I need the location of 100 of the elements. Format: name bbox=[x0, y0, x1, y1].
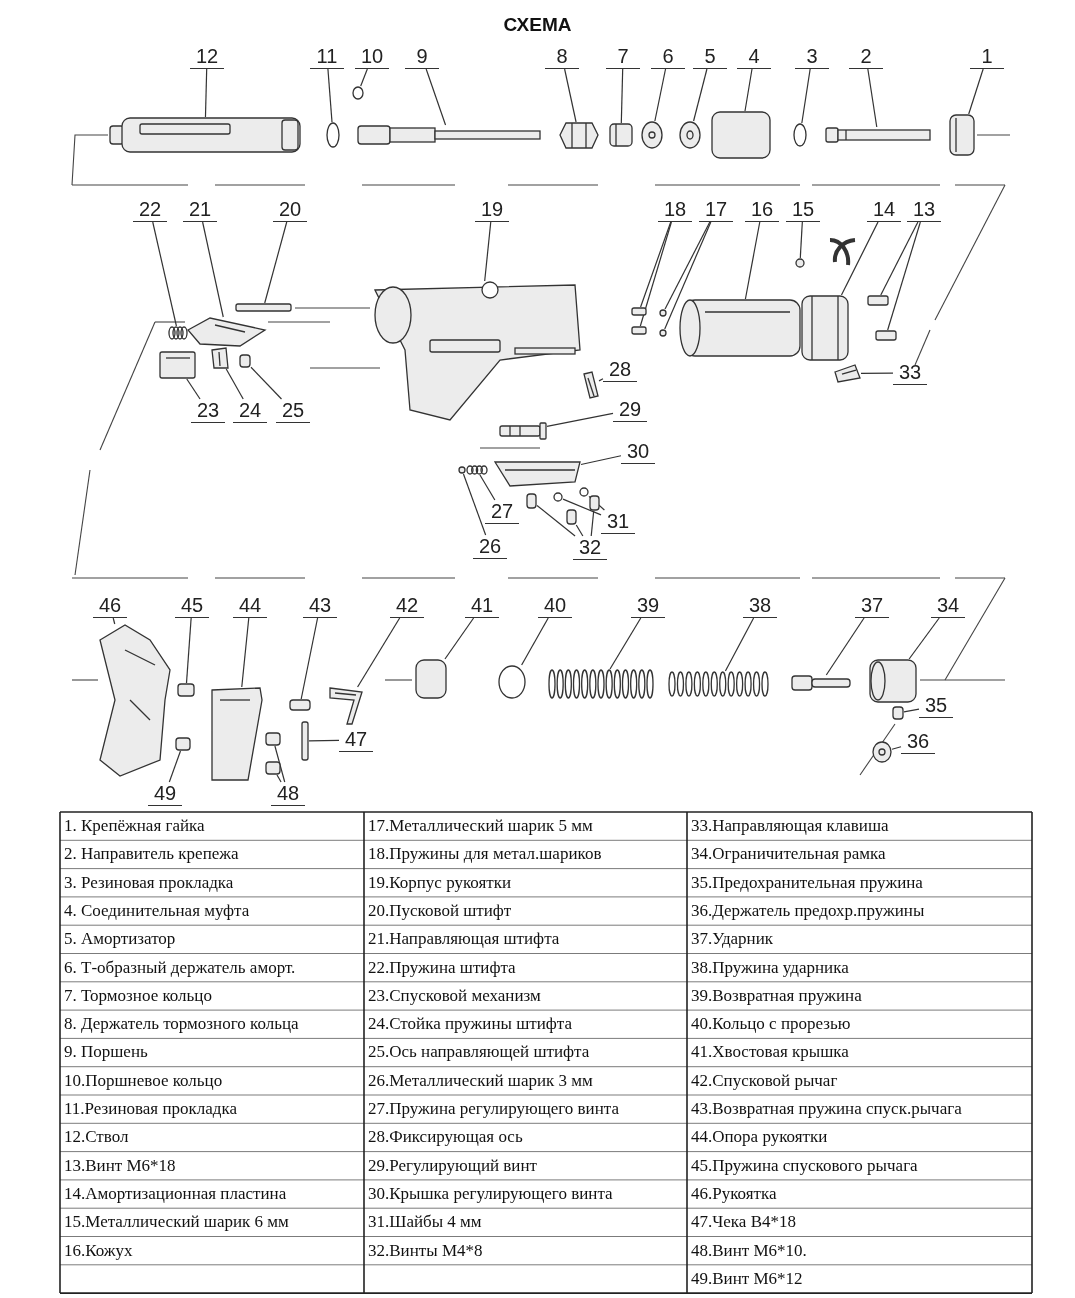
leader-line bbox=[744, 221, 761, 300]
leader-line bbox=[300, 617, 319, 700]
table-cell: 28.Фиксирующая ось bbox=[368, 1127, 523, 1148]
leader-line bbox=[564, 68, 577, 123]
leader-line bbox=[590, 510, 595, 537]
leader-line bbox=[664, 221, 711, 310]
table-cell: 47.Чека В4*18 bbox=[691, 1212, 796, 1233]
callout-number: 47 bbox=[339, 728, 373, 752]
callout-number: 24 bbox=[233, 399, 267, 423]
key-drawing bbox=[834, 364, 861, 383]
table-cell: 43.Возвратная пружина спуск.рычага bbox=[691, 1099, 962, 1119]
leader-line bbox=[484, 221, 492, 282]
leader-line bbox=[479, 474, 496, 501]
pin-drawing bbox=[301, 721, 309, 761]
table-cell: 19.Корпус рукоятки bbox=[368, 872, 512, 893]
leader-line bbox=[968, 68, 984, 115]
callout-number: 6 bbox=[651, 45, 685, 69]
leader-line bbox=[799, 221, 803, 259]
table-cell: 32.Винты М4*8 bbox=[368, 1240, 483, 1261]
table-cell: 8. Держатель тормозного кольца bbox=[64, 1014, 299, 1035]
washer-drawing bbox=[579, 487, 589, 497]
split-ring-drawing bbox=[498, 665, 526, 699]
leader-line bbox=[185, 617, 192, 684]
callout-number: 34 bbox=[931, 594, 965, 618]
leader-line bbox=[609, 617, 642, 670]
screw-drawing bbox=[175, 737, 191, 751]
callout-number: 30 bbox=[621, 440, 655, 464]
callout-number: 18 bbox=[658, 198, 692, 222]
ball-drawing bbox=[795, 258, 805, 268]
table-cell: 23.Спусковой механизм bbox=[368, 985, 541, 1006]
screw-drawing bbox=[526, 493, 537, 509]
table-cell: 24.Стойка пружины штифта bbox=[368, 1014, 573, 1035]
screw-drawing bbox=[265, 732, 281, 746]
spring-drawing bbox=[177, 683, 195, 697]
callout-number: 39 bbox=[631, 594, 665, 618]
screw-drawing bbox=[875, 330, 897, 341]
frame-drawing bbox=[869, 659, 917, 703]
callout-number: 31 bbox=[601, 510, 635, 534]
table-cell: 41.Хвостовая крышка bbox=[691, 1042, 849, 1063]
table-cell: 29.Регулирующий винт bbox=[368, 1155, 537, 1176]
table-cell: 30.Крышка регулирующего винта bbox=[368, 1183, 613, 1204]
table-cell: 35.Предохранительная пружина bbox=[691, 872, 923, 893]
spring-drawing bbox=[631, 326, 647, 335]
callout-number: 33 bbox=[893, 361, 927, 385]
table-cell: 31.Шайбы 4 мм bbox=[368, 1212, 482, 1233]
callout-number: 7 bbox=[606, 45, 640, 69]
callout-number: 8 bbox=[545, 45, 579, 69]
table-cell: 25.Ось направляющей штифта bbox=[368, 1042, 590, 1063]
callout-number: 21 bbox=[183, 198, 217, 222]
table-cell: 44.Опора рукоятки bbox=[691, 1127, 828, 1148]
leader-line bbox=[580, 455, 622, 466]
table-cell: 45.Пружина спускового рычага bbox=[691, 1155, 918, 1176]
leader-line bbox=[327, 68, 333, 123]
table-cell: 7. Тормозное кольцо bbox=[64, 985, 212, 1006]
table-cell: 9. Поршень bbox=[64, 1042, 148, 1063]
table-cell: 27.Пружина регулирующего винта bbox=[368, 1099, 619, 1119]
callout-number: 29 bbox=[613, 398, 647, 422]
callout-number: 9 bbox=[405, 45, 439, 69]
leader-line bbox=[521, 617, 549, 666]
table-cell: 49.Винт М6*12 bbox=[691, 1268, 803, 1289]
nut-drawing bbox=[559, 122, 599, 149]
callout-number: 23 bbox=[191, 399, 225, 423]
table-cell: 4. Соединительная муфта bbox=[64, 900, 250, 921]
table-cell: 38.Пружина ударника bbox=[691, 957, 849, 978]
ring-drawing bbox=[801, 295, 849, 361]
spring-drawing bbox=[548, 669, 654, 699]
screw-drawing bbox=[265, 761, 281, 775]
ball-drawing bbox=[458, 466, 466, 474]
leader-line bbox=[880, 221, 919, 296]
spring-drawing bbox=[168, 326, 188, 340]
callout-number: 1 bbox=[970, 45, 1004, 69]
barrel-drawing bbox=[109, 117, 301, 153]
callout-number: 25 bbox=[276, 399, 310, 423]
leader-line bbox=[264, 221, 288, 304]
screw-drawing bbox=[589, 495, 600, 511]
spring-drawing bbox=[466, 465, 488, 475]
callout-number: 43 bbox=[303, 594, 337, 618]
ring-drawing bbox=[609, 123, 633, 147]
table-cell: 22.Пружина штифта bbox=[368, 957, 516, 978]
leader-line bbox=[840, 221, 879, 296]
table-cell: 17.Металлический шарик 5 мм bbox=[368, 816, 593, 836]
post-drawing bbox=[211, 347, 229, 369]
cover-drawing bbox=[494, 461, 581, 487]
callout-number: 42 bbox=[390, 594, 424, 618]
leader-line bbox=[112, 617, 116, 625]
leader-line bbox=[168, 750, 182, 783]
table-cell: 48.Винт М6*10. bbox=[691, 1240, 807, 1261]
callout-number: 48 bbox=[271, 782, 305, 806]
callout-number: 41 bbox=[465, 594, 499, 618]
table-cell: 26.Металлический шарик 3 мм bbox=[368, 1070, 593, 1091]
callout-number: 40 bbox=[538, 594, 572, 618]
table-cell: 12.Ствол bbox=[64, 1127, 129, 1148]
leader-line bbox=[867, 68, 878, 128]
leader-line bbox=[908, 617, 940, 660]
leader-line bbox=[598, 378, 604, 382]
leader-line bbox=[241, 617, 250, 688]
table-cell: 10.Поршневое кольцо bbox=[64, 1070, 223, 1091]
leader-line bbox=[640, 221, 672, 308]
table-cell: 46.Рукоятка bbox=[691, 1183, 777, 1204]
o-ring-drawing bbox=[793, 123, 807, 147]
